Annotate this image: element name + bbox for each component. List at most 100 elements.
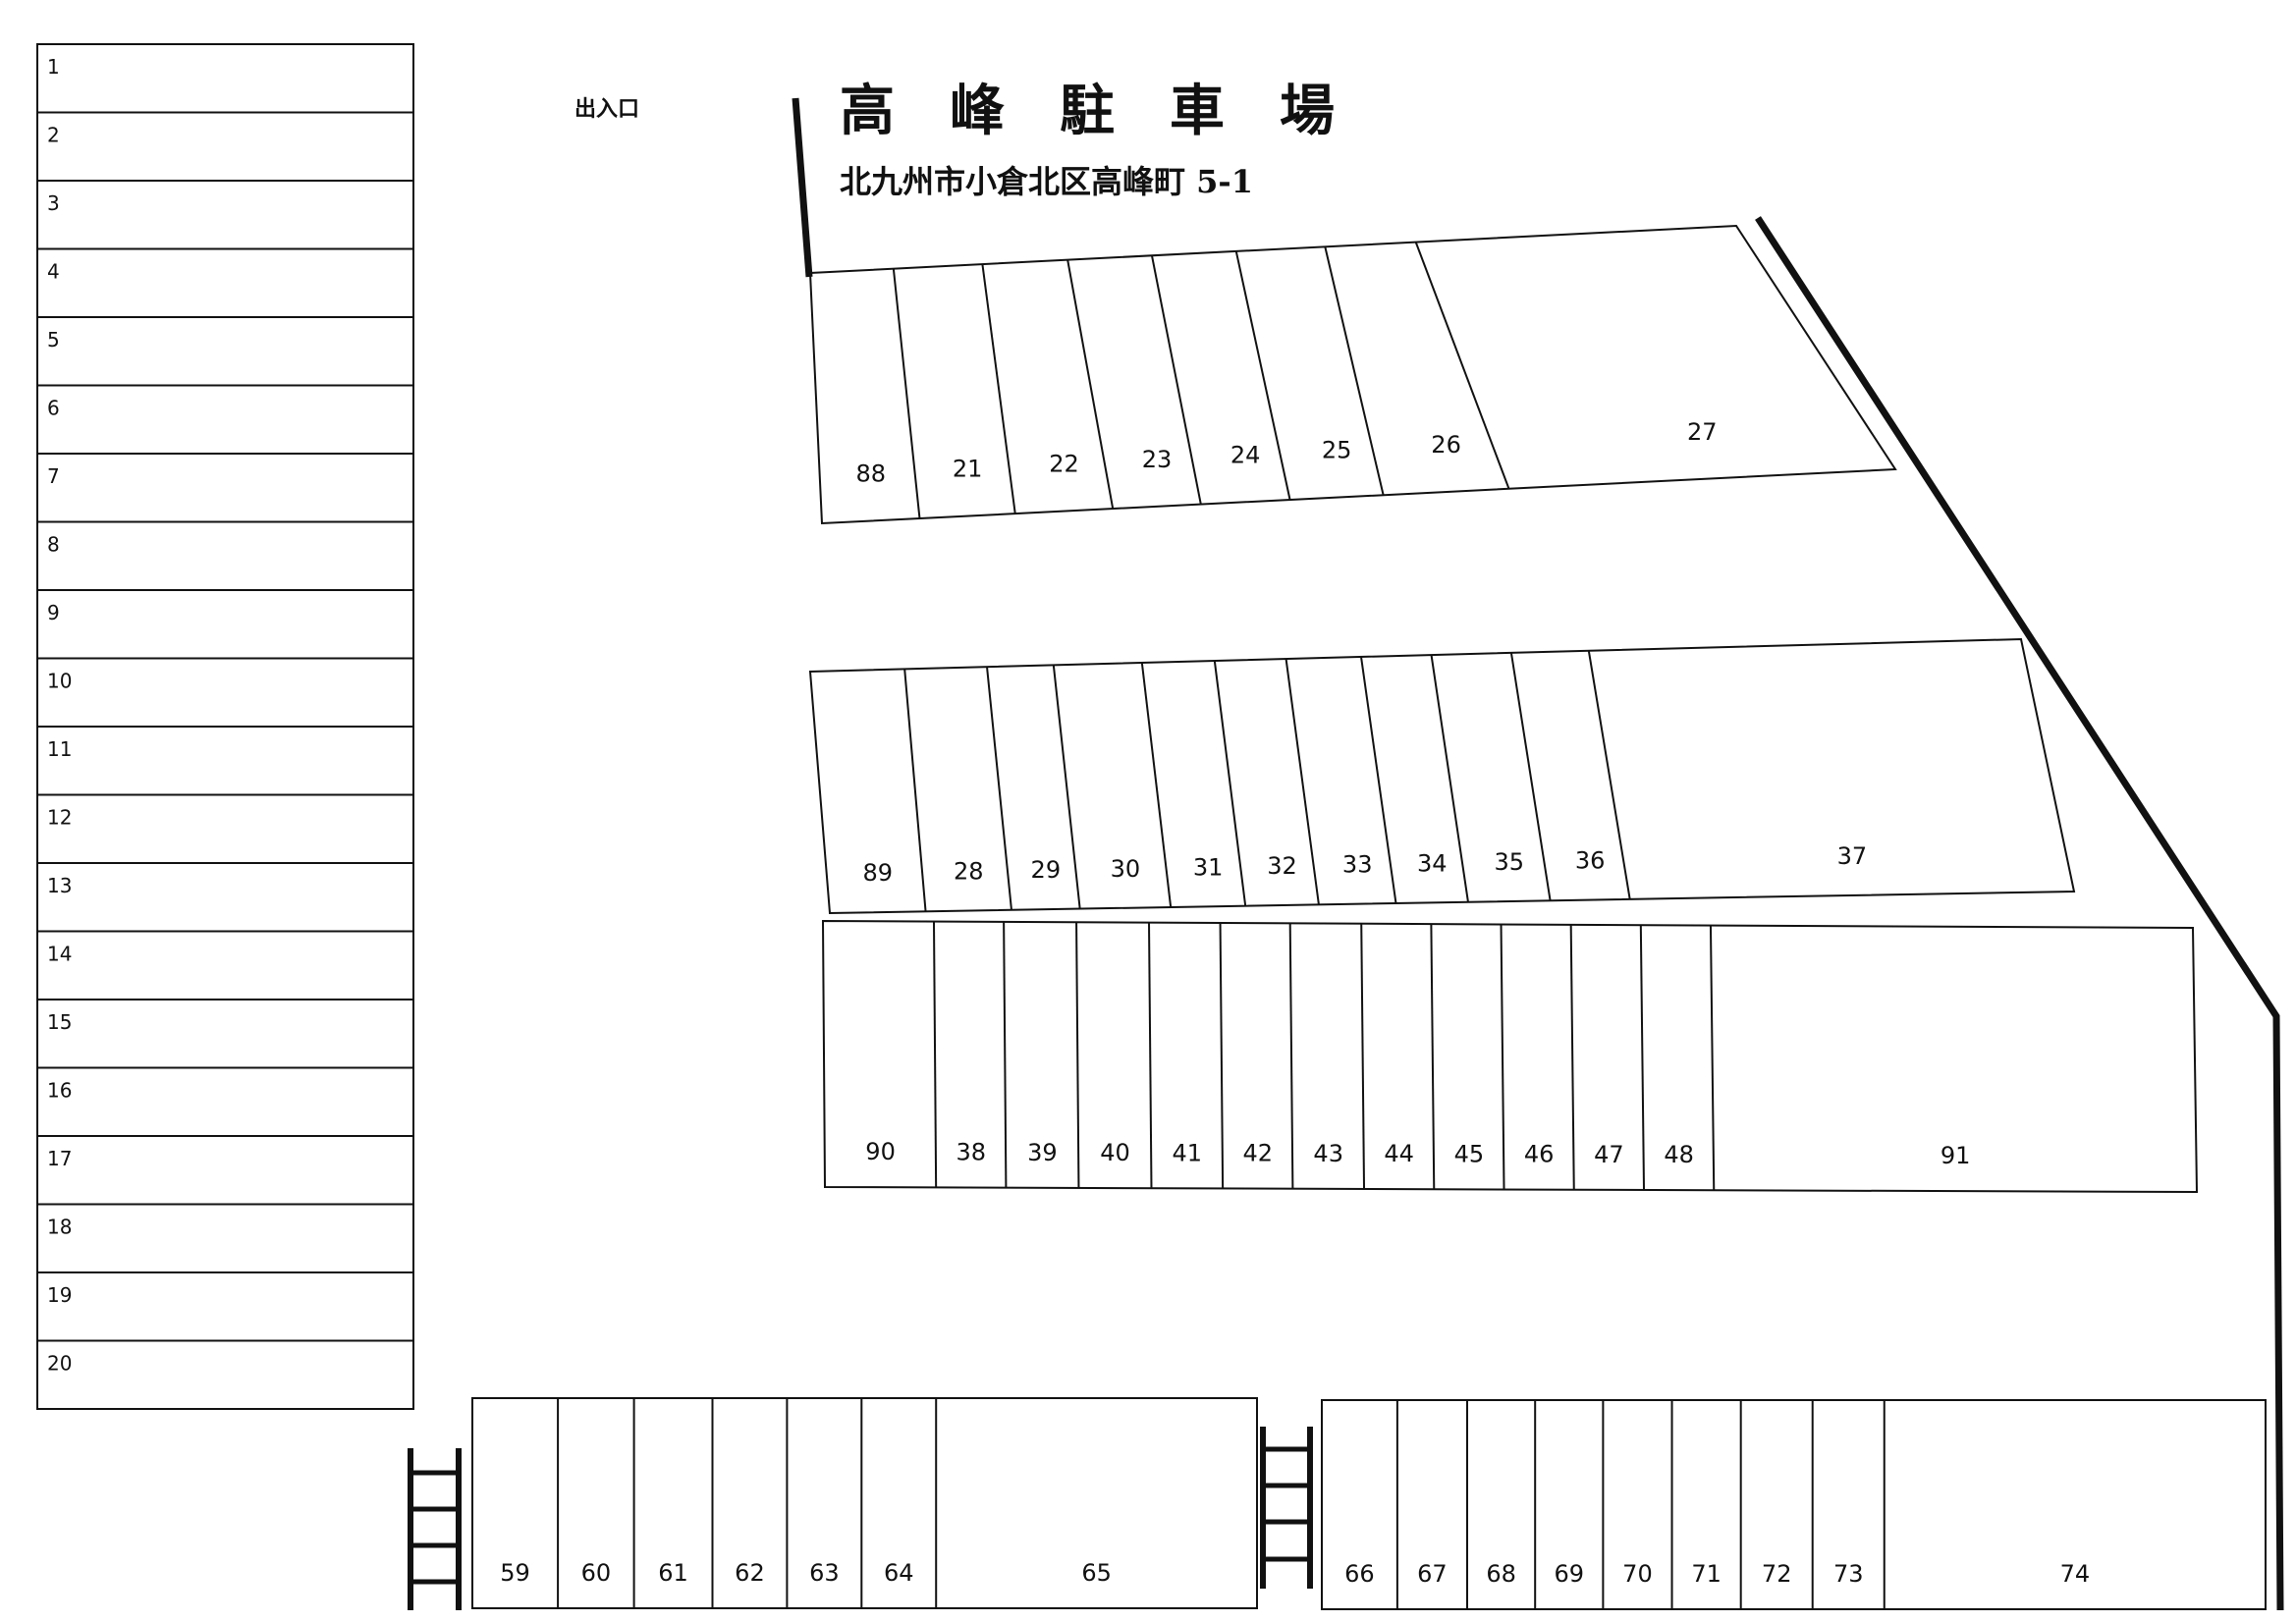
space-divider xyxy=(1003,921,1008,1188)
space-divider xyxy=(1430,924,1436,1190)
space-number-31: 31 xyxy=(1193,853,1224,881)
space-divider xyxy=(1285,658,1320,905)
space-divider xyxy=(986,667,1012,910)
space-number-8: 8 xyxy=(47,533,60,557)
space-number-5: 5 xyxy=(47,328,60,351)
space-number-71: 71 xyxy=(1691,1560,1722,1588)
space-divider xyxy=(1324,246,1385,496)
space-divider xyxy=(1509,652,1552,901)
space-number-74: 74 xyxy=(2060,1560,2091,1588)
space-number-10: 10 xyxy=(47,670,72,693)
space-number-90: 90 xyxy=(865,1138,896,1165)
space-number-69: 69 xyxy=(1555,1560,1585,1588)
space-number-4: 4 xyxy=(47,260,60,284)
space-divider xyxy=(1430,654,1469,902)
space-number-45: 45 xyxy=(1454,1140,1485,1167)
space-divider xyxy=(1219,923,1225,1189)
space-number-26: 26 xyxy=(1431,431,1461,459)
space-number-60: 60 xyxy=(581,1559,612,1587)
space-divider xyxy=(1150,255,1202,505)
space-number-30: 30 xyxy=(1111,855,1141,883)
space-number-42: 42 xyxy=(1242,1140,1273,1167)
space-number-15: 15 xyxy=(47,1010,72,1034)
space-divider xyxy=(1234,250,1291,501)
address: 北九州市小倉北区高峰町 5-1 xyxy=(840,163,1253,200)
space-number-66: 66 xyxy=(1344,1560,1375,1588)
space-divider xyxy=(1140,662,1173,908)
space-number-59: 59 xyxy=(500,1559,530,1587)
space-divider xyxy=(892,268,921,519)
space-number-88: 88 xyxy=(855,460,886,487)
space-number-1: 1 xyxy=(47,55,60,79)
space-number-7: 7 xyxy=(47,464,60,488)
space-number-40: 40 xyxy=(1100,1139,1130,1166)
space-number-11: 11 xyxy=(47,737,72,761)
space-number-91: 91 xyxy=(1941,1142,1971,1169)
space-divider xyxy=(1639,925,1646,1190)
space-divider xyxy=(1360,656,1397,904)
space-number-25: 25 xyxy=(1322,437,1352,464)
row-second-outline xyxy=(808,637,2076,915)
space-divider xyxy=(903,669,927,912)
space-number-9: 9 xyxy=(47,601,60,624)
row-third-outline xyxy=(821,919,2199,1194)
space-number-41: 41 xyxy=(1173,1139,1203,1166)
boundary-wall-right xyxy=(1755,216,2284,1611)
space-number-72: 72 xyxy=(1762,1560,1792,1588)
space-number-3: 3 xyxy=(47,191,60,215)
row-bottom-left-spaces: 59 60 61 62 63 64 65 xyxy=(500,1398,1112,1608)
space-number-20: 20 xyxy=(47,1352,72,1376)
barrier-left xyxy=(408,1448,462,1610)
space-number-14: 14 xyxy=(47,943,72,966)
space-divider xyxy=(981,263,1016,514)
space-number-36: 36 xyxy=(1575,847,1606,875)
page-title: 高 峰 駐 車 場 xyxy=(840,79,1335,143)
space-number-63: 63 xyxy=(809,1559,840,1587)
space-number-19: 19 xyxy=(47,1283,72,1307)
space-number-35: 35 xyxy=(1495,848,1525,876)
space-number-65: 65 xyxy=(1081,1559,1112,1587)
space-number-17: 17 xyxy=(47,1147,72,1170)
space-number-46: 46 xyxy=(1524,1141,1555,1168)
space-number-70: 70 xyxy=(1622,1560,1653,1588)
row-bottom-left-outline xyxy=(471,1397,1258,1609)
space-number-21: 21 xyxy=(953,456,983,483)
space-number-2: 2 xyxy=(47,124,60,147)
space-number-39: 39 xyxy=(1027,1139,1058,1166)
entrance-label: 出入口 xyxy=(574,97,639,122)
space-divider xyxy=(1414,242,1510,490)
space-divider xyxy=(1052,665,1081,909)
space-number-61: 61 xyxy=(658,1559,688,1587)
space-number-62: 62 xyxy=(735,1559,765,1587)
space-number-64: 64 xyxy=(884,1559,914,1587)
space-divider xyxy=(1360,923,1366,1189)
space-divider xyxy=(1288,923,1294,1189)
space-divider xyxy=(1500,924,1505,1190)
space-divider xyxy=(1066,259,1115,510)
row-bottom-right-outline xyxy=(1321,1399,2267,1610)
space-number-6: 6 xyxy=(47,397,60,420)
space-number-27: 27 xyxy=(1687,418,1718,446)
space-divider xyxy=(932,921,938,1188)
space-number-89: 89 xyxy=(863,859,894,887)
space-divider xyxy=(1075,922,1080,1188)
space-number-34: 34 xyxy=(1417,849,1448,877)
space-number-24: 24 xyxy=(1230,441,1261,468)
boundary-wall-entrance xyxy=(792,97,813,278)
space-number-32: 32 xyxy=(1267,852,1297,880)
space-number-18: 18 xyxy=(47,1216,72,1239)
space-number-67: 67 xyxy=(1417,1560,1448,1588)
space-number-68: 68 xyxy=(1486,1560,1516,1588)
row-top-outline xyxy=(808,224,1897,525)
space-number-12: 12 xyxy=(47,806,72,830)
barrier-center xyxy=(1260,1427,1313,1589)
space-number-48: 48 xyxy=(1664,1141,1694,1168)
space-number-38: 38 xyxy=(957,1139,987,1166)
space-number-47: 47 xyxy=(1594,1141,1624,1168)
